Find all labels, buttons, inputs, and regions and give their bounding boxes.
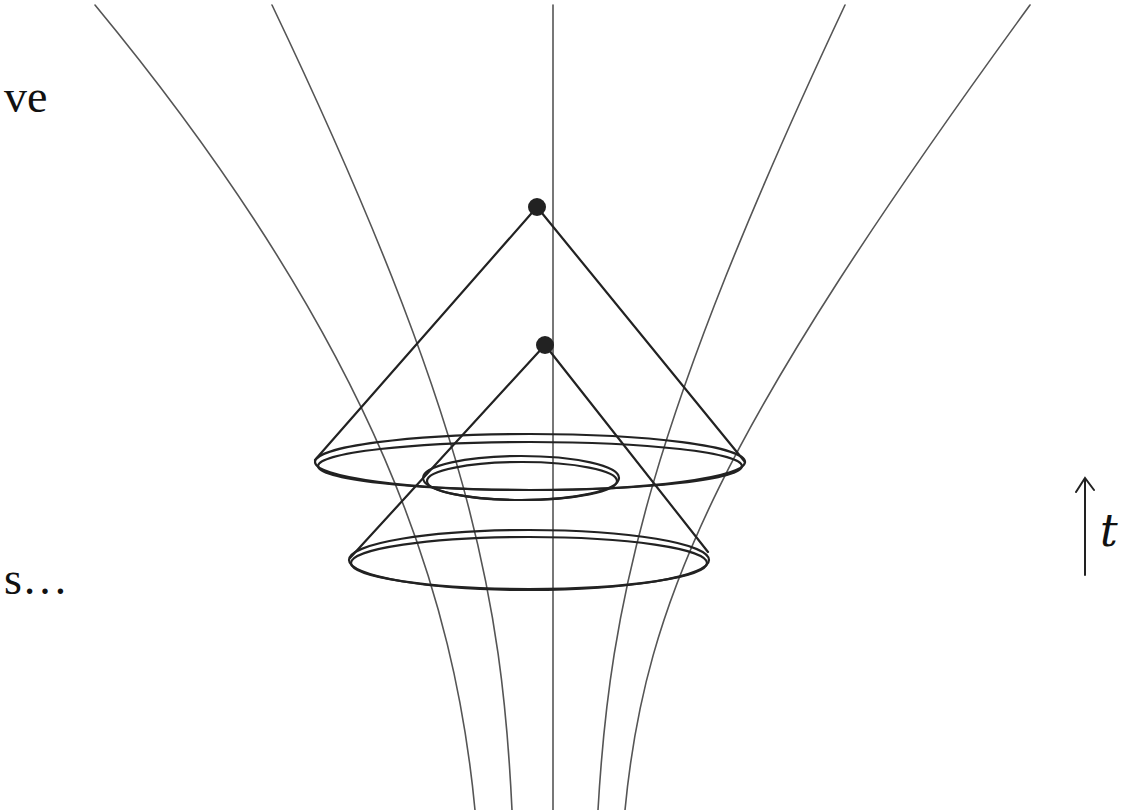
- cone-section: [318, 442, 742, 490]
- worldline: [552, 5, 554, 810]
- worldline: [95, 5, 475, 810]
- worldline: [625, 5, 1030, 810]
- cone-section: [349, 530, 709, 590]
- cone-section: [351, 537, 707, 589]
- light-cone: [350, 345, 708, 558]
- event-dot: [528, 198, 546, 216]
- cone-section: [423, 456, 619, 500]
- worldline: [598, 5, 845, 810]
- axis-label: t: [1100, 505, 1118, 556]
- event-dot: [536, 336, 554, 354]
- cone-section: [427, 462, 617, 500]
- worldline: [272, 5, 512, 810]
- light-cone: [315, 207, 745, 462]
- slide-text-fragment: s…: [4, 552, 68, 605]
- slide-text-fragment: ve: [4, 70, 47, 123]
- time-arrow: [1076, 478, 1094, 575]
